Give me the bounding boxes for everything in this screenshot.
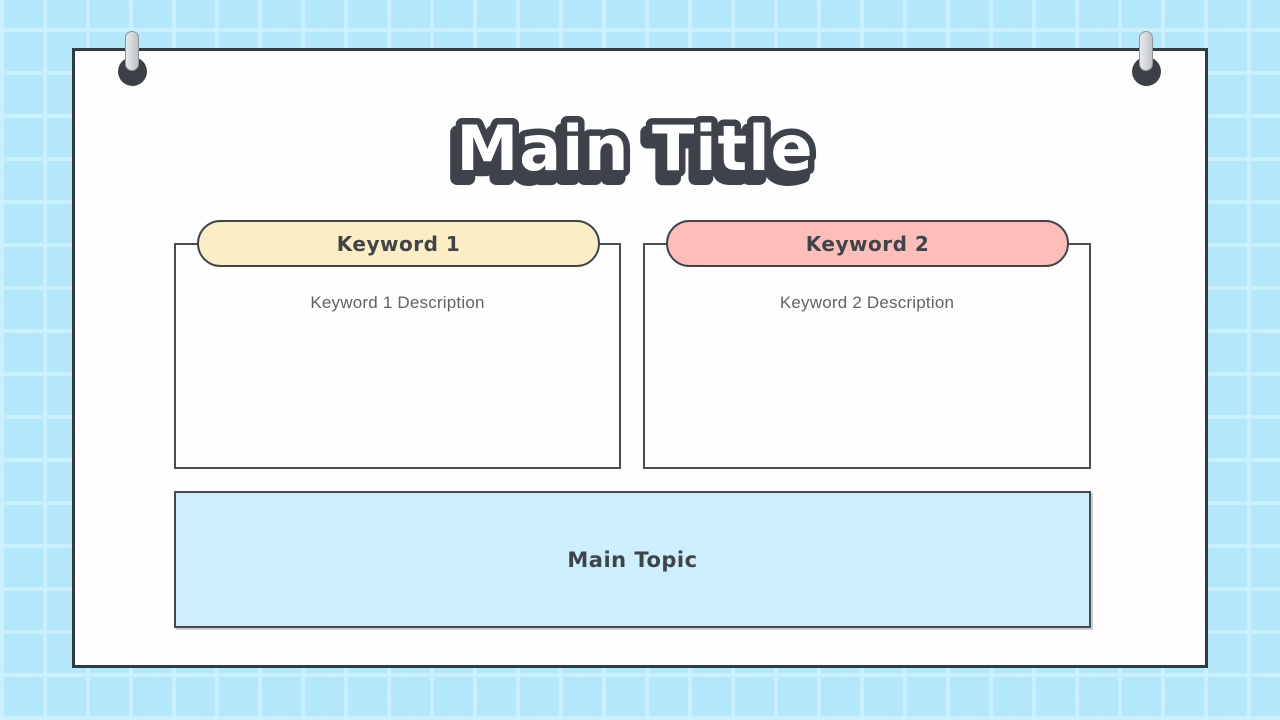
keyword-2-header: Keyword 2 bbox=[666, 220, 1069, 267]
keyword-2-label: Keyword 2 bbox=[805, 231, 930, 256]
keyword-1-label: Keyword 1 bbox=[336, 231, 461, 256]
keyword-2-description: Keyword 2 Description bbox=[779, 293, 955, 312]
keyword-1-header: Keyword 1 bbox=[197, 220, 600, 267]
main-topic-label: Main Topic bbox=[567, 547, 698, 572]
main-title: Main Title Main Title bbox=[445, 106, 820, 201]
main-title-shadow: Main Title bbox=[452, 120, 809, 193]
main-topic-bar: Main Topic bbox=[174, 491, 1091, 628]
keyword-2-panel: Keyword 2 Description bbox=[643, 243, 1091, 469]
keyword-1-description: Keyword 1 Description bbox=[310, 293, 485, 312]
pin-stem bbox=[125, 31, 139, 71]
main-title-text: Main Title bbox=[457, 112, 814, 185]
pin-stem bbox=[1139, 31, 1153, 71]
keyword-1-panel: Keyword 1 Description bbox=[174, 243, 621, 469]
